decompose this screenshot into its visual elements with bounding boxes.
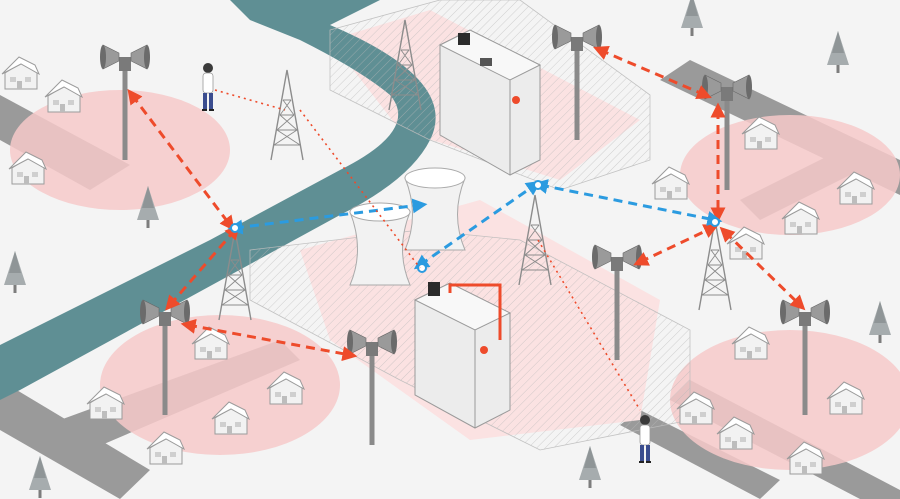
- antenna-nodes: [230, 180, 720, 273]
- phone-links: [214, 89, 641, 411]
- backbone-radio-links: [227, 179, 723, 270]
- siren-radio-links: [127, 46, 806, 362]
- control-building-south: [413, 282, 512, 429]
- river: [0, 0, 436, 400]
- control-building-north: [438, 29, 542, 176]
